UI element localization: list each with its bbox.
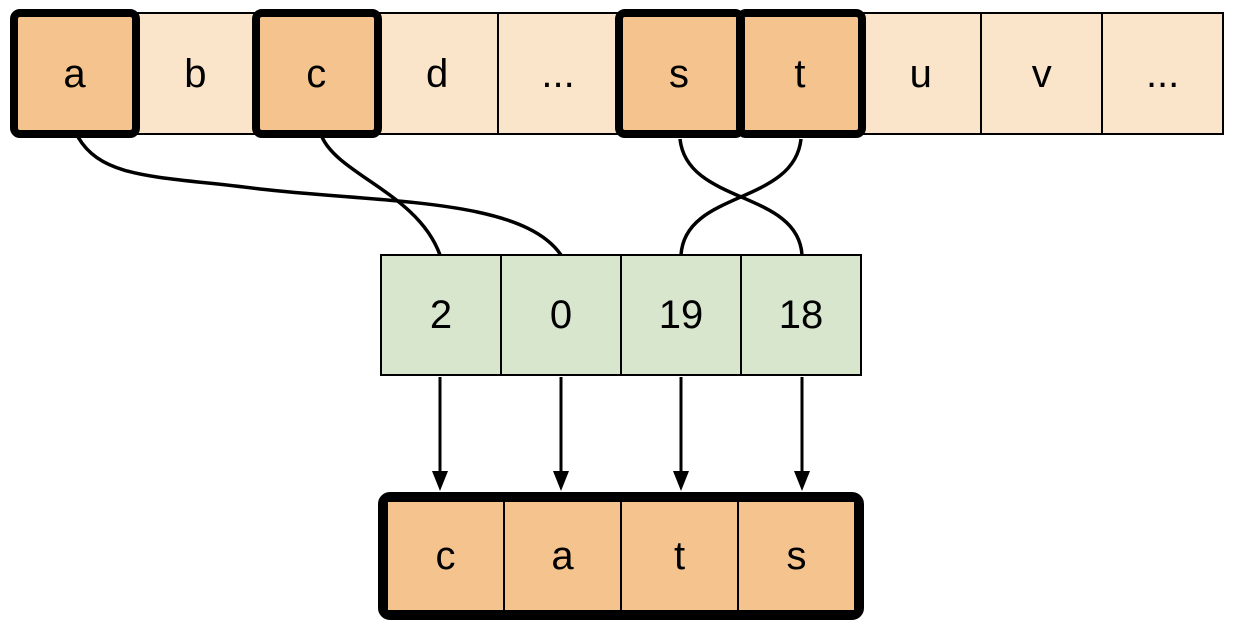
curve-a-to-index-0	[76, 136, 563, 256]
arrow-index-0-to-output	[553, 377, 569, 491]
alphabet-cell-v: v	[981, 13, 1103, 134]
index-array: 2 0 19 18	[380, 254, 862, 376]
index-cell-label: 18	[778, 293, 824, 337]
index-cell-19: 19	[621, 255, 741, 375]
alphabet-cell-label: u	[909, 51, 932, 96]
alphabet-cell-label: a	[63, 51, 86, 96]
alphabet-cell-label: s	[668, 51, 689, 96]
curve-s-to-index-18	[678, 138, 804, 256]
arrowhead-down-icon	[432, 471, 448, 491]
output-array: c a t s	[378, 492, 864, 620]
index-cell-2: 2	[381, 255, 501, 375]
arrow-index-2-to-output	[432, 377, 448, 491]
alphabet-cell-b: b	[134, 13, 256, 134]
alphabet-cell-ellipsis-1: ...	[497, 13, 619, 134]
index-cell-label: 0	[549, 293, 573, 337]
arrowhead-down-icon	[553, 471, 569, 491]
curve-c-to-index-2	[320, 136, 442, 256]
curve-t-to-index-19	[679, 138, 803, 256]
alphabet-cell-d: d	[376, 13, 498, 134]
alphabet-cell-a: a	[14, 13, 135, 134]
alphabet-cell-label: t	[794, 51, 806, 96]
arrow-index-19-to-output	[673, 377, 689, 491]
alphabet-array: a b c d ... s t u v ...	[13, 12, 1224, 135]
alphabet-cell-c: c	[255, 13, 377, 134]
output-cell-t: t	[621, 501, 738, 611]
alphabet-cell-u: u	[860, 13, 982, 134]
alphabet-cell-t: t	[739, 13, 861, 134]
arrow-index-18-to-output	[794, 377, 810, 491]
alphabet-cell-label: b	[184, 51, 207, 96]
arrowhead-down-icon	[794, 471, 810, 491]
index-cell-0: 0	[501, 255, 621, 375]
index-cell-label: 19	[658, 293, 704, 337]
alphabet-cell-s: s	[618, 13, 740, 134]
index-cell-18: 18	[741, 255, 861, 375]
output-cell-a: a	[504, 501, 621, 611]
arrowhead-down-icon	[673, 471, 689, 491]
output-cell-label: s	[786, 534, 807, 578]
output-cell-label: c	[435, 534, 456, 578]
alphabet-cell-label: ...	[1145, 51, 1180, 96]
alphabet-cell-ellipsis-2: ...	[1102, 13, 1224, 134]
output-cell-c: c	[387, 501, 504, 611]
output-cell-s: s	[738, 501, 855, 611]
output-cell-label: t	[673, 534, 686, 578]
alphabet-cell-label: d	[426, 51, 449, 96]
index-cell-label: 2	[429, 293, 453, 337]
alphabet-cell-label: ...	[541, 51, 575, 96]
output-cell-label: a	[551, 534, 574, 578]
alphabet-cell-label: c	[306, 51, 327, 96]
alphabet-cell-label: v	[1031, 51, 1052, 96]
